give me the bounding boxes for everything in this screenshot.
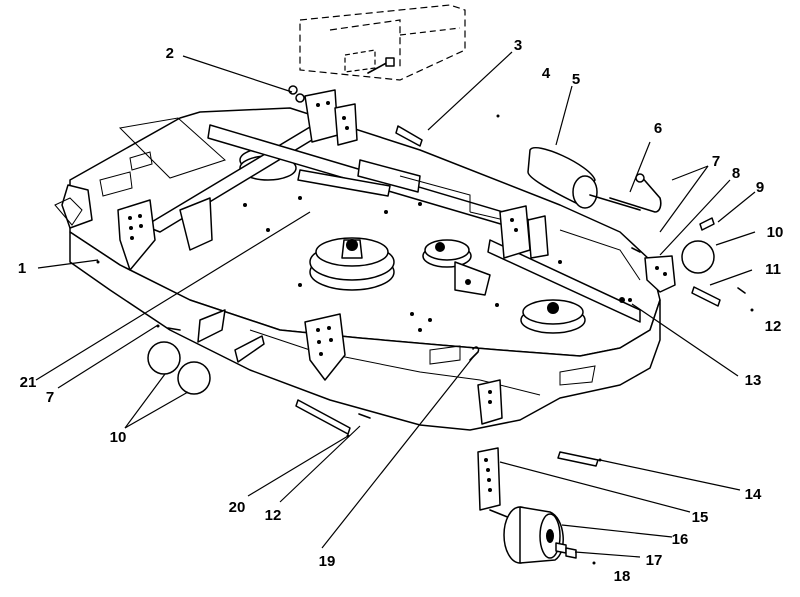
tractor-frame — [299, 4, 466, 81]
gauge-wheel-assembly — [477, 447, 577, 564]
callout-8: 8 — [732, 165, 740, 182]
idler-pulley — [422, 239, 491, 296]
callout-13: 13 — [745, 372, 762, 389]
callout-12-right: 12 — [765, 318, 782, 335]
callout-1: 1 — [18, 260, 26, 277]
left-side-parts — [147, 85, 599, 467]
callout-5: 5 — [572, 71, 580, 88]
right-spindle-pulley — [520, 299, 586, 334]
callout-19: 19 — [319, 553, 336, 570]
callout-11: 11 — [765, 261, 781, 278]
callout-labels: 2 3 4 5 6 7 8 9 10 11 12 13 14 15 16 17 … — [18, 37, 784, 585]
callout-3: 3 — [514, 37, 522, 54]
leader-lines — [35, 51, 756, 565]
callout-4: 4 — [542, 65, 551, 82]
callout-10-right: 10 — [767, 224, 784, 241]
callout-15: 15 — [692, 509, 709, 526]
center-spindle-pulley — [309, 237, 395, 291]
callout-7-left: 7 — [46, 389, 54, 406]
callout-10-left: 10 — [110, 429, 127, 446]
right-side-parts — [395, 125, 746, 307]
callout-20: 20 — [229, 499, 246, 516]
callout-9: 9 — [756, 179, 764, 196]
callout-16: 16 — [672, 531, 689, 548]
callout-7-right: 7 — [712, 153, 720, 170]
callout-14: 14 — [745, 486, 762, 503]
callout-18: 18 — [614, 568, 631, 585]
callout-2: 2 — [166, 45, 174, 62]
deck-housing — [54, 107, 661, 431]
callout-21: 21 — [20, 374, 37, 391]
callout-6: 6 — [654, 120, 662, 137]
callout-12-left: 12 — [265, 507, 282, 524]
callout-17: 17 — [646, 552, 663, 569]
deck-hanger-brackets — [117, 89, 549, 425]
hitch-frame — [144, 114, 641, 323]
